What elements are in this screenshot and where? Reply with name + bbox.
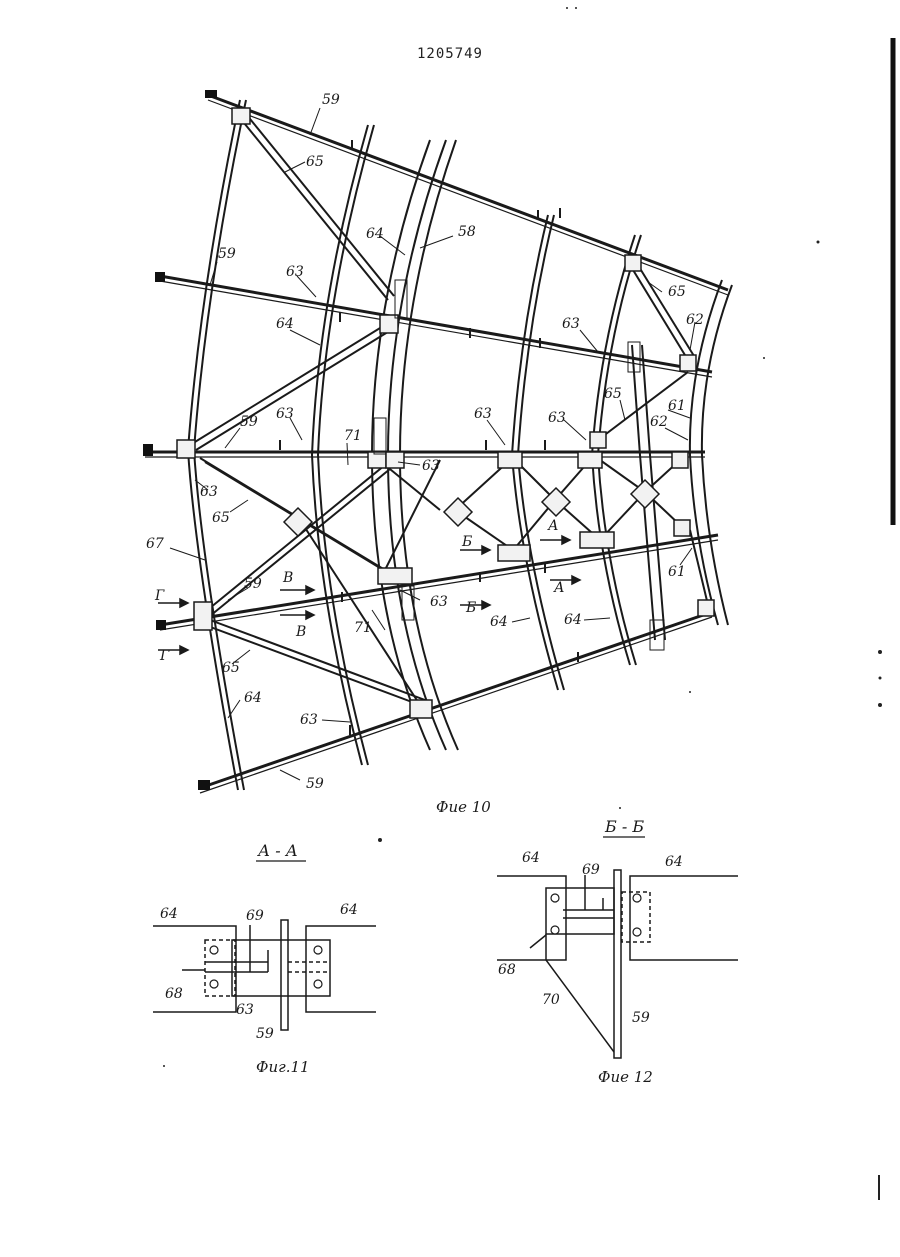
- label: 59: [240, 414, 258, 430]
- label: А: [547, 518, 559, 534]
- label: В: [295, 624, 306, 640]
- label: 68: [165, 986, 183, 1002]
- label: 65: [212, 510, 230, 526]
- label: А: [553, 580, 565, 596]
- label: 61: [668, 564, 686, 580]
- label: 63: [474, 406, 492, 422]
- label: 59: [306, 776, 324, 792]
- label: В: [282, 570, 293, 586]
- label: 59: [322, 92, 340, 108]
- label: 65: [668, 284, 686, 300]
- label: 62: [650, 414, 668, 430]
- bolts: [551, 894, 641, 936]
- section-bb-parts: [497, 870, 738, 1058]
- label: 63: [430, 594, 448, 610]
- label: 65: [604, 386, 622, 402]
- label: 63: [276, 406, 294, 422]
- figure-10-caption: Фие 10: [436, 798, 491, 816]
- label: 65: [306, 154, 324, 170]
- label: 59: [632, 1010, 650, 1026]
- label: 59: [244, 576, 262, 592]
- posts-64: [188, 100, 641, 790]
- label: 69: [246, 908, 264, 924]
- label: Г: [154, 588, 165, 604]
- label: 64: [490, 614, 508, 630]
- bolts: [210, 946, 322, 988]
- section-title: Б - Б: [604, 817, 644, 836]
- label: 63: [286, 264, 304, 280]
- label: 64: [522, 850, 540, 866]
- label: 64: [244, 690, 262, 706]
- label: Б: [461, 534, 472, 550]
- label: 68: [498, 962, 516, 978]
- figure-11-caption: Фиг.11: [256, 1058, 310, 1076]
- beam-59: [614, 870, 621, 1058]
- label: 63: [300, 712, 318, 728]
- label: 63: [200, 484, 218, 500]
- label: 64: [564, 612, 582, 628]
- beam-59: [281, 920, 288, 1030]
- label: 71: [354, 620, 372, 636]
- beam-63-upper: [160, 276, 712, 372]
- label: 64: [160, 906, 178, 922]
- beam-59-bottom: [200, 612, 712, 788]
- label: 63: [548, 410, 566, 426]
- label: 58: [458, 224, 476, 240]
- label: 64: [366, 226, 384, 242]
- section-title: А - А: [257, 841, 298, 860]
- label: 64: [340, 902, 358, 918]
- label: 69: [582, 862, 600, 878]
- label: 63: [422, 458, 440, 474]
- figure-12-caption: Фие 12: [598, 1068, 653, 1086]
- post-left: [188, 100, 240, 790]
- label: 59: [218, 246, 236, 262]
- figure-12-section-bb: Б - Б 64 69 64 68 70 59 Фие 12: [497, 817, 738, 1086]
- label: 70: [542, 992, 560, 1008]
- label: 65: [222, 660, 240, 676]
- post-64-right: [630, 876, 738, 960]
- section-aa-parts: [153, 920, 376, 1030]
- diagonal-braces-65: [190, 114, 708, 705]
- label: Б: [465, 600, 476, 616]
- beam-59-top: [208, 95, 728, 290]
- figure-11-section-aa: А - А 64 69 64 68 63 59 Фи: [153, 841, 376, 1076]
- post-64-right: [306, 926, 376, 1012]
- plate-63: [205, 940, 235, 996]
- label: 63: [236, 1002, 254, 1018]
- label: 63: [562, 316, 580, 332]
- label: Г: [159, 648, 170, 664]
- label: 64: [665, 854, 683, 870]
- label: 67: [146, 536, 164, 552]
- label: 64: [276, 316, 294, 332]
- label: 71: [344, 428, 362, 444]
- label: 59: [256, 1026, 274, 1042]
- figure-10-truss: 59 65 64 58 59 63 64 63 65 62 59 63 71 6…: [143, 90, 732, 816]
- label: 61: [668, 398, 686, 414]
- label: 62: [686, 312, 704, 328]
- curved-beam-58: [372, 140, 458, 750]
